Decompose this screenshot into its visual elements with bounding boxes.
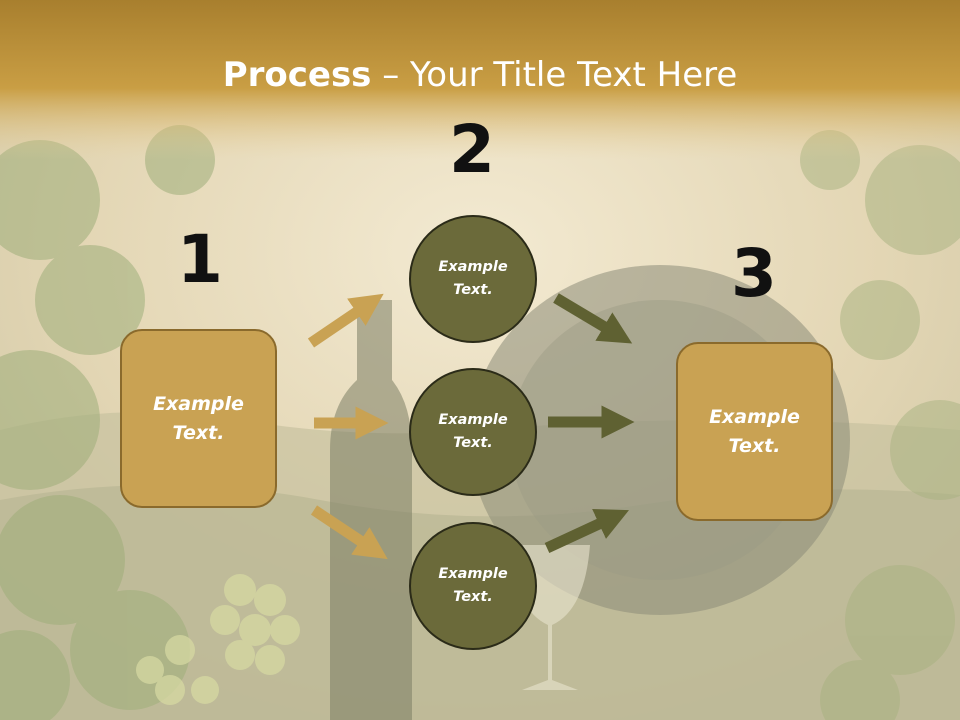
step-2-circle-middle[interactable]: Example Text.	[409, 368, 537, 496]
step-2-circle-bottom[interactable]: Example Text.	[409, 522, 537, 650]
title-bold: Process	[222, 55, 372, 95]
step-number-1: 1	[177, 221, 223, 298]
step-2-circle-top[interactable]: Example Text.	[409, 215, 537, 343]
step-1-box[interactable]: Example Text.	[120, 329, 277, 508]
step-number-3: 3	[731, 235, 777, 312]
title-rest: – Your Title Text Here	[371, 55, 738, 95]
step-3-box[interactable]: Example Text.	[676, 342, 833, 521]
slide-title: Process – Your Title Text Here	[0, 52, 960, 98]
step-number-2: 2	[449, 111, 495, 188]
